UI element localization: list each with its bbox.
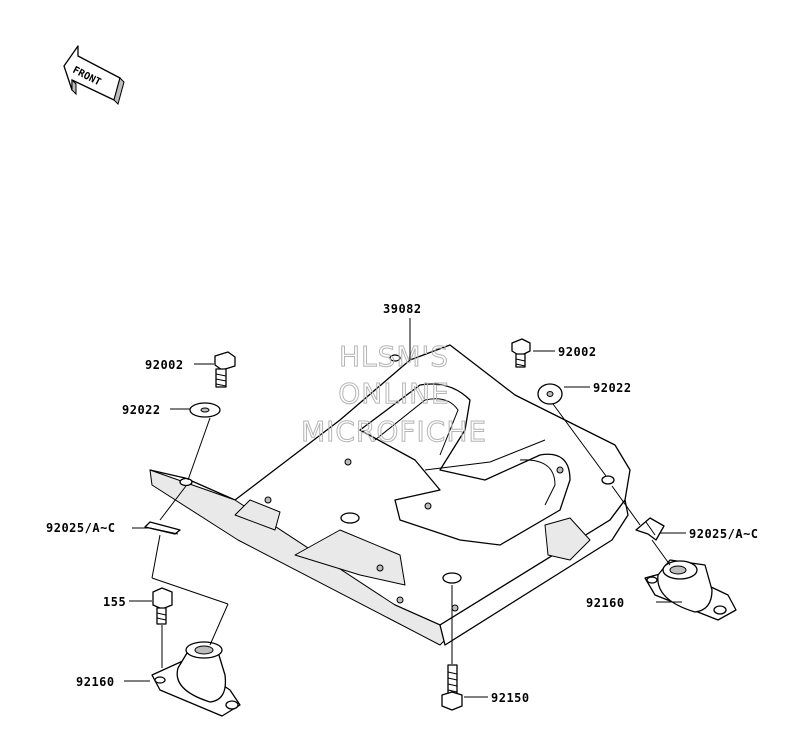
watermark-line-3: MICROFICHE bbox=[301, 415, 487, 448]
bolt-92002-right-icon bbox=[511, 338, 531, 368]
bolt-92002-left-icon bbox=[214, 351, 236, 388]
part-labels: 39082 92002 92002 92022 92022 92025/A~C … bbox=[46, 302, 759, 705]
part-label-39082: 39082 bbox=[383, 302, 422, 316]
part-label-92150: 92150 bbox=[491, 691, 530, 705]
skid-plate bbox=[149, 344, 631, 646]
part-label-92160-right: 92160 bbox=[586, 596, 625, 610]
bolt-92150-icon bbox=[441, 664, 463, 711]
part-label-155: 155 bbox=[103, 595, 126, 609]
part-label-92022-left: 92022 bbox=[122, 403, 161, 417]
part-label-92002-left: 92002 bbox=[145, 358, 184, 372]
front-arrow-icon: FRONT bbox=[63, 45, 125, 105]
washer-92022-right-icon bbox=[537, 383, 563, 405]
watermark-line-1: HLSM'S bbox=[339, 340, 449, 373]
clip-92025-left-icon bbox=[144, 521, 181, 535]
leader-lines bbox=[124, 318, 686, 698]
damper-92160-right-icon bbox=[644, 559, 737, 621]
damper-92160-left-icon bbox=[151, 641, 241, 717]
clip-92025-right-icon bbox=[635, 517, 665, 541]
part-label-92025-right: 92025/A~C bbox=[689, 527, 759, 541]
watermark-line-2: ONLINE bbox=[338, 377, 449, 410]
part-label-92022-right: 92022 bbox=[593, 381, 632, 395]
bolt-155-icon bbox=[152, 587, 173, 625]
part-label-92160-left: 92160 bbox=[76, 675, 115, 689]
part-label-92002-right: 92002 bbox=[558, 345, 597, 359]
part-label-92025-left: 92025/A~C bbox=[46, 521, 116, 535]
watermark: HLSM'S ONLINE MICROFICHE bbox=[300, 340, 487, 449]
washer-92022-left-icon bbox=[189, 402, 221, 418]
